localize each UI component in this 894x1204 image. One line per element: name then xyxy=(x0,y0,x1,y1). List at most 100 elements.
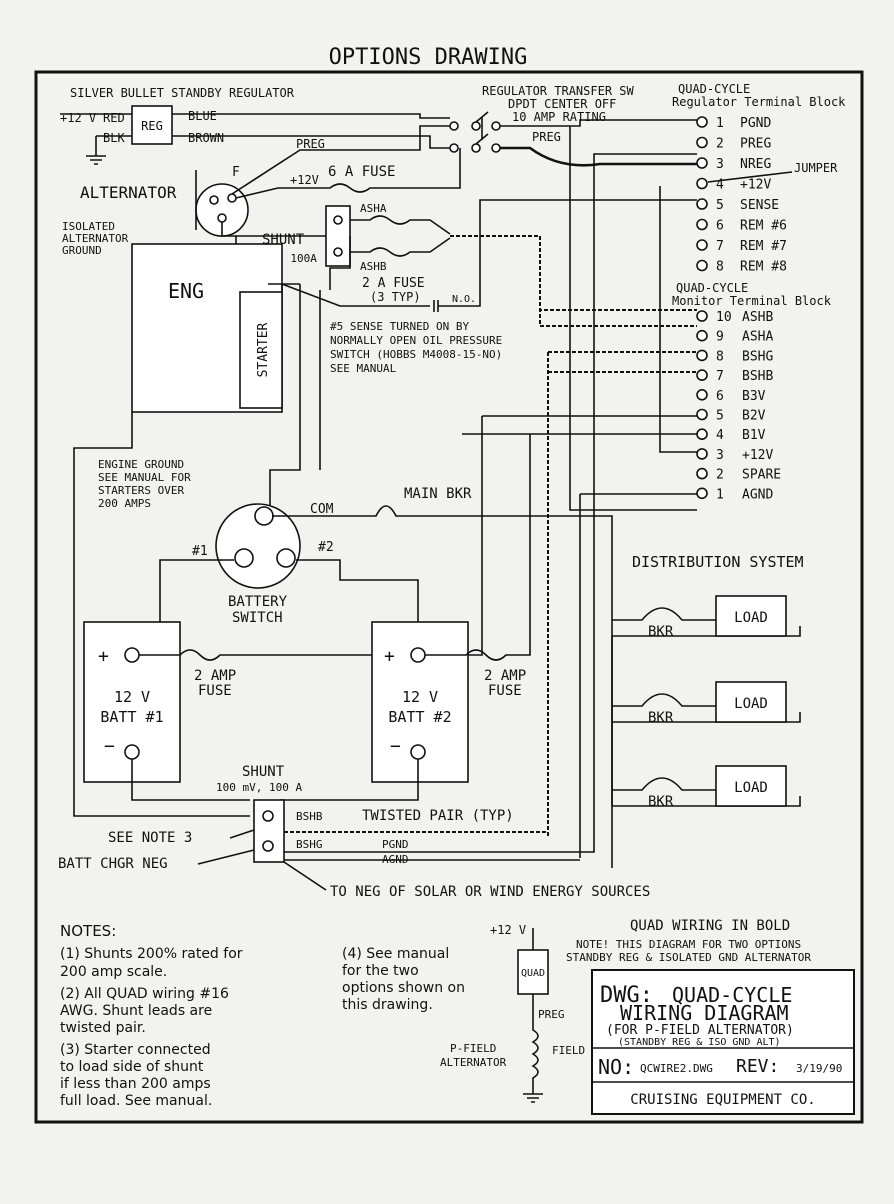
batt2-line1: 12 V xyxy=(402,688,438,706)
agnd-wire xyxy=(579,493,697,858)
batt2-fuse1: 2 AMP xyxy=(484,668,526,684)
engine-ground-3: STARTERS OVER xyxy=(98,484,184,497)
transfer-switch xyxy=(449,111,501,153)
terminal-number: 4 xyxy=(716,178,724,193)
terminal-label: B3V xyxy=(742,389,766,404)
reg-terminal: 6 REM #6 xyxy=(696,218,787,234)
tb-company: CRUISING EQUIPMENT CO. xyxy=(630,1092,815,1108)
load-box xyxy=(715,765,787,807)
tb-title1: QUAD-CYCLE xyxy=(672,983,792,1007)
note4-line3: options shown on xyxy=(342,980,465,996)
bkr-label: BKR xyxy=(648,624,674,640)
terminal-number: 10 xyxy=(716,310,732,325)
bs-p1: #1 xyxy=(192,544,208,559)
xfer-line2: DPDT CENTER OFF xyxy=(508,97,616,111)
starter-label: STARTER xyxy=(256,322,271,377)
pfield-preg: PREG xyxy=(538,1008,565,1021)
iso-ground-3: GROUND xyxy=(62,244,102,257)
terminal-label: REM #8 xyxy=(740,260,787,275)
alternator-preg: PREG xyxy=(296,137,325,151)
terminal-number: 6 xyxy=(716,389,724,404)
see-note-3: SEE NOTE 3 xyxy=(108,830,192,846)
batt1-fuse2: FUSE xyxy=(198,683,232,699)
see-note-arrow xyxy=(229,829,255,839)
terminal-number: 4 xyxy=(716,428,724,443)
note1-line1: (1) Shunts 200% rated for xyxy=(60,946,243,962)
note4-line1: (4) See manual xyxy=(342,946,449,962)
reg-box xyxy=(131,105,173,145)
terminal-screw xyxy=(696,369,708,381)
tb-date: 3/19/90 xyxy=(796,1062,842,1075)
note1-line2: 200 amp scale. xyxy=(60,964,167,980)
tb-title4: (STANDBY REG & ISO GND ALT) xyxy=(618,1037,781,1048)
iso-ground-1: ISOLATED xyxy=(62,220,115,233)
reg-output-wires xyxy=(172,113,450,149)
note2-line3: twisted pair. xyxy=(60,1020,146,1036)
terminal-label: NREG xyxy=(740,157,771,172)
starter-box xyxy=(239,291,283,409)
batt2-line2: BATT #2 xyxy=(388,708,451,726)
terminal-number: 7 xyxy=(716,369,724,384)
engine-ground-4: 200 AMPS xyxy=(98,497,151,510)
shunt-bottom xyxy=(253,799,285,863)
solar-arrow xyxy=(283,861,327,891)
terminal-number: 6 xyxy=(716,219,724,234)
tb-note1: NOTE! THIS DIAGRAM FOR TWO OPTIONS xyxy=(576,938,801,951)
mon-block-title1: QUAD-CYCLE xyxy=(676,281,748,295)
batt1-plus: + xyxy=(98,646,109,667)
terminal-screw xyxy=(696,467,708,480)
bold-note: QUAD WIRING IN BOLD xyxy=(630,918,790,934)
terminal-number: 5 xyxy=(716,409,724,424)
batt1-neg-wire xyxy=(131,759,250,801)
bsh-twisted-pair xyxy=(547,351,697,838)
terminal-label: SPARE xyxy=(742,468,781,483)
solar-label: TO NEG OF SOLAR OR WIND ENERGY SOURCES xyxy=(330,884,650,900)
distribution-branch: BKR LOAD xyxy=(612,681,801,726)
terminal-label: REM #7 xyxy=(740,239,787,254)
shunt-bottom-bshg: BSHG xyxy=(296,838,323,851)
alt-12v-wire xyxy=(235,148,461,199)
shunt-top-wires xyxy=(236,235,351,290)
sense-wire xyxy=(281,199,697,312)
reg-red: RED xyxy=(103,111,125,125)
terminal-label: ASHB xyxy=(742,310,773,325)
bkr-label: BKR xyxy=(648,794,674,810)
terminal-screw xyxy=(696,116,708,128)
note2-line1: (2) All QUAD wiring #16 xyxy=(60,986,229,1002)
mon-terminal: 9 ASHA xyxy=(696,330,773,345)
terminal-screw xyxy=(696,487,708,500)
mon-block-title2: Monitor Terminal Block xyxy=(672,294,832,308)
load-label: LOAD xyxy=(734,610,768,626)
terminal-label: ASHA xyxy=(742,330,773,345)
terminal-label: REM #6 xyxy=(740,219,787,234)
terminal-label: BSHG xyxy=(742,349,773,364)
note3-line4: full load. See manual. xyxy=(60,1093,212,1109)
bkr-label: BKR xyxy=(648,710,674,726)
load-box xyxy=(715,681,787,723)
reg-block-title1: QUAD-CYCLE xyxy=(678,82,750,96)
terminal-number: 2 xyxy=(716,468,724,483)
terminal-number: 9 xyxy=(716,330,724,345)
terminal-label: SENSE xyxy=(740,198,779,213)
fuse2-no: N.O. xyxy=(452,294,476,305)
tb-note2: STANDBY REG & ISOLATED GND ALTERNATOR xyxy=(566,951,811,964)
alt-preg-wire xyxy=(231,125,450,195)
reg-terminal: 4+12V xyxy=(696,178,771,193)
terminal-screw xyxy=(696,218,708,231)
load-label: LOAD xyxy=(734,696,768,712)
terminal-screw xyxy=(696,239,708,251)
sense-note-1: #5 SENSE TURNED ON BY xyxy=(330,320,469,333)
xfer-to-pgnd xyxy=(500,119,697,127)
batt2-neg-wire xyxy=(280,759,419,801)
notes-title: NOTES: xyxy=(60,922,116,940)
pfield-quad: QUAD xyxy=(521,968,545,979)
title-block xyxy=(591,969,855,1115)
xfer-line3: 10 AMP RATING xyxy=(512,110,606,124)
tb-title2: WIRING DIAGRAM xyxy=(620,1001,789,1025)
